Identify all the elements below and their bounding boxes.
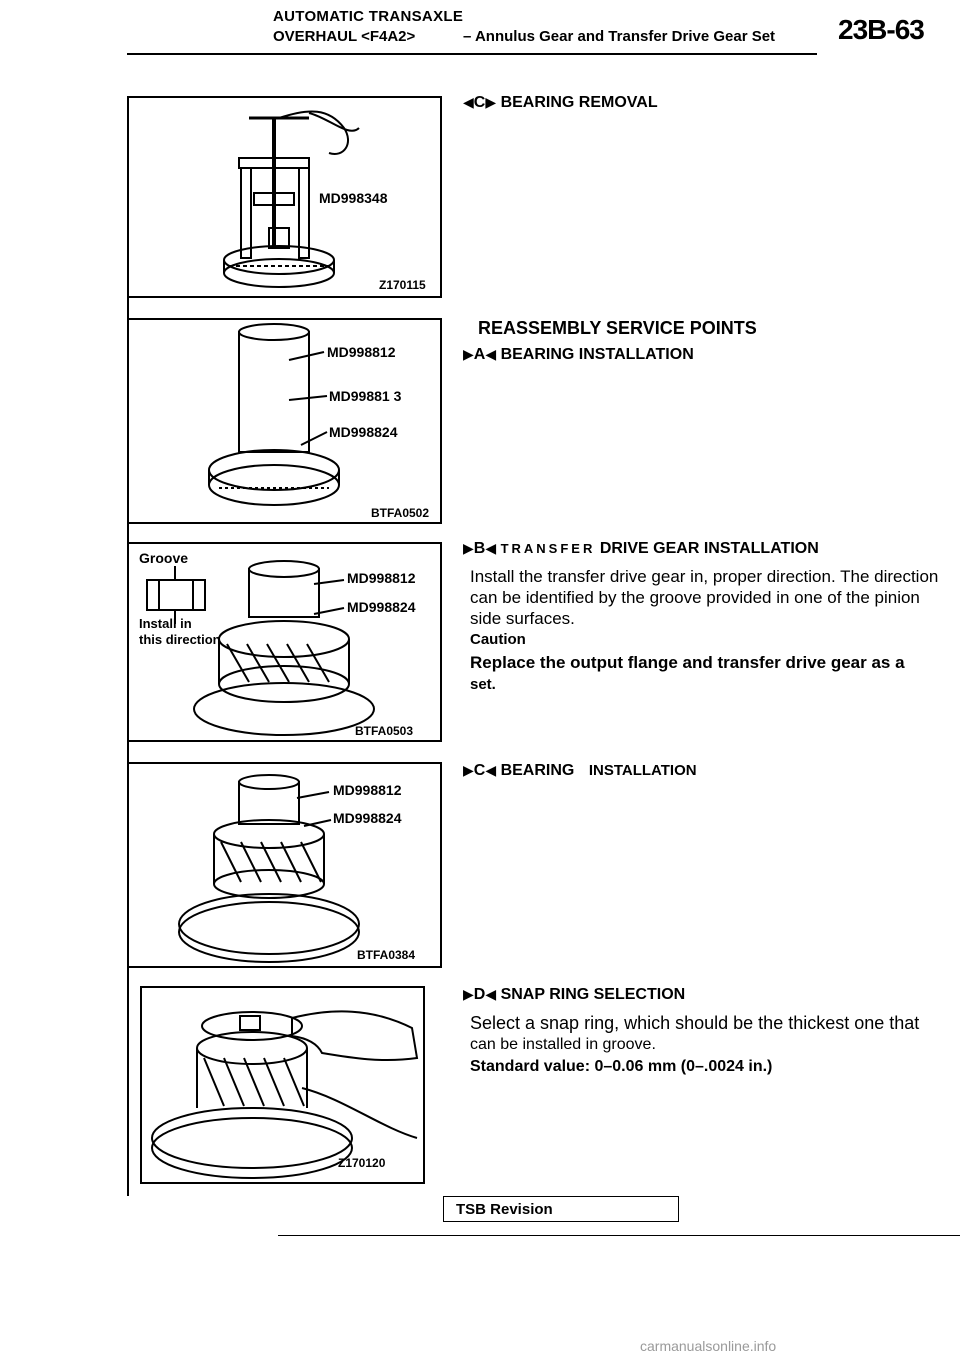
bearing-install-illustration	[208, 323, 340, 506]
section-marker-icon: ▶	[485, 94, 497, 110]
section-marker-letter: D	[473, 986, 486, 1003]
section-d-snap: ▶D◀ SNAP RING SELECTION	[463, 986, 685, 1004]
install-label: Install in	[139, 616, 192, 631]
body-line: side surfaces.	[470, 609, 575, 628]
figure-snap-ring: Z170120	[140, 986, 425, 1184]
header-title: AUTOMATIC TRANSAXLE	[273, 8, 464, 25]
header-section: – Annulus Gear and Transfer Drive Gear S…	[463, 28, 776, 45]
tool-label: MD998812	[347, 570, 416, 586]
caution-label: Caution	[470, 631, 526, 648]
standard-value: Standard value: 0–0.06 mm (0–.0024 in.)	[470, 1058, 773, 1075]
tool-label: MD998824	[333, 810, 402, 826]
body-line: can be installed in groove.	[470, 1036, 656, 1053]
caution-line: set.	[470, 676, 496, 693]
footer-rule	[278, 1235, 960, 1236]
section-title: DRIVE GEAR INSTALLATION	[599, 540, 819, 557]
body-line: can be identified by the groove provided…	[470, 588, 920, 607]
section-marker-letter: B	[473, 540, 486, 557]
section-c-install: ▶C◀ BEARING INSTALLATION	[463, 762, 697, 780]
figure-code: BTFA0503	[355, 724, 414, 738]
bearing-install-2-illustration	[178, 774, 360, 963]
figure-code: Z170115	[379, 278, 426, 292]
figure-bearing-install: MD998812 MD99881 3 MD998824 BTFA0502	[127, 318, 442, 524]
section-a-install: ▶A◀ BEARING INSTALLATION	[463, 346, 694, 364]
section-c-removal: ◀C▶ BEARING REMOVAL	[463, 94, 658, 112]
section-marker-icon: ▶	[463, 986, 474, 1002]
reassembly-heading: REASSEMBLY SERVICE POINTS	[478, 318, 757, 338]
section-marker-icon: ▶	[463, 762, 474, 778]
transfer-gear-illustration	[146, 560, 375, 736]
figure-code: BTFA0502	[371, 506, 430, 520]
figure-bearing-puller: MD998348 Z170115	[127, 96, 442, 298]
puller-illustration	[223, 110, 360, 288]
section-title: BEARING REMOVAL	[500, 94, 658, 111]
tool-label: MD998812	[333, 782, 402, 798]
body-line: Install the transfer drive gear in, prop…	[470, 567, 939, 586]
tool-label: MD998812	[327, 344, 396, 360]
tsb-revision-box: TSB Revision	[443, 1196, 679, 1222]
snap-ring-illustration	[151, 1010, 419, 1179]
tool-label: MD99881 3	[329, 388, 402, 404]
caution-text: Replace the output flange and transfer d…	[470, 652, 905, 696]
section-title-spaced: TRANSFER	[500, 541, 596, 556]
section-marker-icon: ▶	[463, 540, 474, 556]
header-rule	[127, 53, 817, 55]
tool-label: MD998348	[319, 190, 388, 206]
section-b-install: ▶B◀ TRANSFER DRIVE GEAR INSTALLATION	[463, 540, 819, 558]
page-number: 23B-63	[838, 14, 925, 45]
section-marker-icon: ◀	[485, 762, 497, 778]
section-title-a: BEARING	[500, 762, 575, 779]
section-title: SNAP RING SELECTION	[500, 986, 686, 1003]
section-title: BEARING INSTALLATION	[500, 346, 694, 363]
section-marker-letter: C	[473, 762, 486, 779]
figure-code: Z170120	[338, 1156, 386, 1170]
direction-label: this direction	[139, 632, 221, 647]
section-marker-icon: ◀	[485, 986, 497, 1002]
d-snap-body: Select a snap ring, which should be the …	[470, 1012, 919, 1056]
tool-label: MD998824	[329, 424, 398, 440]
tool-label: MD998824	[347, 599, 416, 615]
section-marker-icon: ◀	[485, 346, 497, 362]
figure-bearing-install-2: MD998812 MD998824 BTFA0384	[127, 762, 442, 968]
header-subtitle: OVERHAUL <F4A2>	[273, 28, 416, 45]
section-marker-icon: ◀	[485, 540, 497, 556]
section-title-b: INSTALLATION	[588, 762, 697, 779]
figure-transfer-gear-install: Groove Install in this direction MD99881…	[127, 542, 442, 742]
section-marker-icon: ▶	[463, 346, 474, 362]
section-marker-letter: A	[473, 346, 486, 363]
b-install-body: Install the transfer drive gear in, prop…	[470, 566, 938, 629]
section-marker-icon: ◀	[463, 94, 474, 110]
figure-code: BTFA0384	[357, 948, 416, 962]
groove-label: Groove	[139, 550, 189, 566]
site-watermark: carmanualsonline.info	[640, 1338, 777, 1354]
section-marker-letter: C	[473, 94, 486, 111]
caution-line: Replace the output flange and transfer d…	[470, 653, 905, 672]
body-line: Select a snap ring, which should be the …	[470, 1013, 920, 1033]
